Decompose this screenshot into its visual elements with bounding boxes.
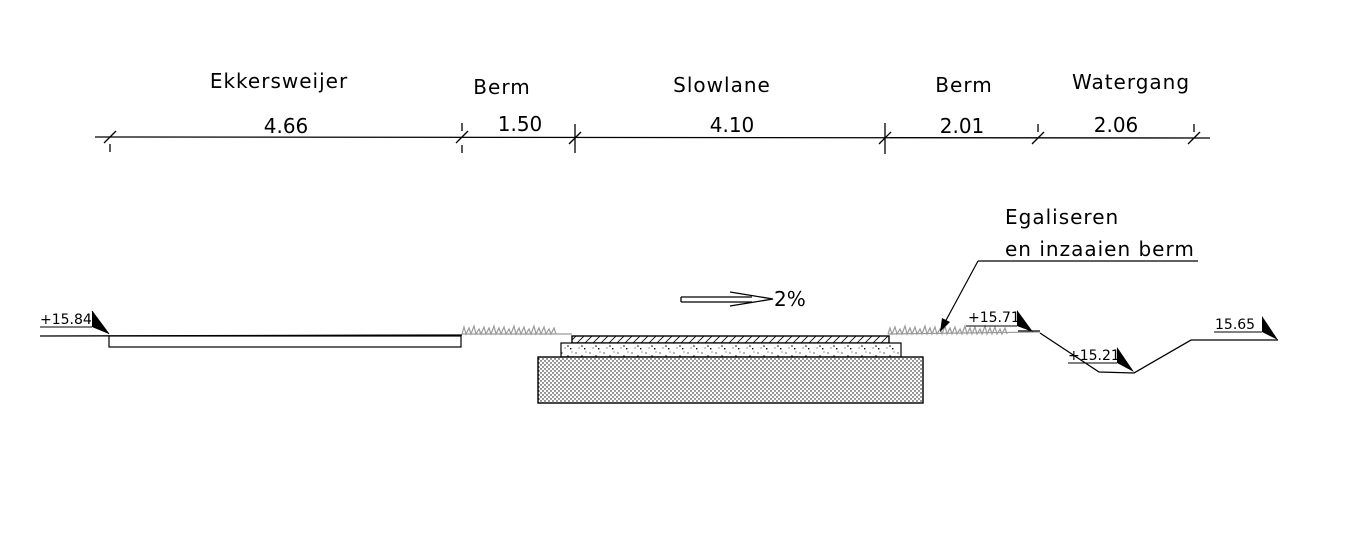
zone-label-ekkersweijer: Ekkersweijer <box>210 69 348 93</box>
zone-label-watergang: Watergang <box>1072 70 1190 94</box>
slope-arrow <box>680 291 774 307</box>
ekkersweijer-slab <box>108 335 462 348</box>
dimension-tick <box>103 130 117 152</box>
zone-label-berm-left: Berm <box>473 75 530 99</box>
dimension-tick <box>878 123 892 154</box>
dimension-tick <box>1031 124 1045 145</box>
dimension-tick <box>1187 124 1201 145</box>
zone-label-slowlane: Slowlane <box>673 73 771 97</box>
annotation-line-1: Egaliseren <box>1005 205 1119 229</box>
dimension-value-slowlane: 4.10 <box>710 113 755 137</box>
dimension-value-watergang: 2.06 <box>1094 113 1139 137</box>
dimension-tick <box>455 123 469 153</box>
dimension-tick <box>568 124 582 153</box>
grass-berm-left <box>461 323 572 336</box>
level-marker-far-right <box>1214 316 1278 340</box>
level-label-berm-right: +15.71 <box>968 310 1020 326</box>
dimension-value-berm-right: 2.01 <box>940 114 985 138</box>
pavement-subbase-layer <box>537 356 924 404</box>
level-label-far-right: 15.65 <box>1215 317 1255 333</box>
dimension-value-ekkersweijer: 4.66 <box>264 114 309 138</box>
dimension-line <box>94 123 1211 154</box>
pavement-asphalt-layer <box>571 335 890 344</box>
zone-label-berm-right: Berm <box>935 73 992 97</box>
dimension-value-berm-left: 1.50 <box>498 112 543 136</box>
level-label-ditch-bottom: +15.21 <box>1068 348 1120 364</box>
annotation-line-2: en inzaaien berm <box>1005 237 1195 261</box>
level-label-left: +15.84 <box>40 312 92 328</box>
grass-berm-right <box>887 323 1041 336</box>
slope-label: 2% <box>774 287 806 311</box>
level-marker-ditch-bottom <box>1068 347 1134 372</box>
annotation-arrowhead <box>940 318 950 332</box>
level-marker-berm-right <box>966 310 1033 332</box>
pavement-base-layer <box>560 342 902 358</box>
level-marker-left <box>40 310 110 335</box>
annotation-leader <box>943 260 1198 325</box>
